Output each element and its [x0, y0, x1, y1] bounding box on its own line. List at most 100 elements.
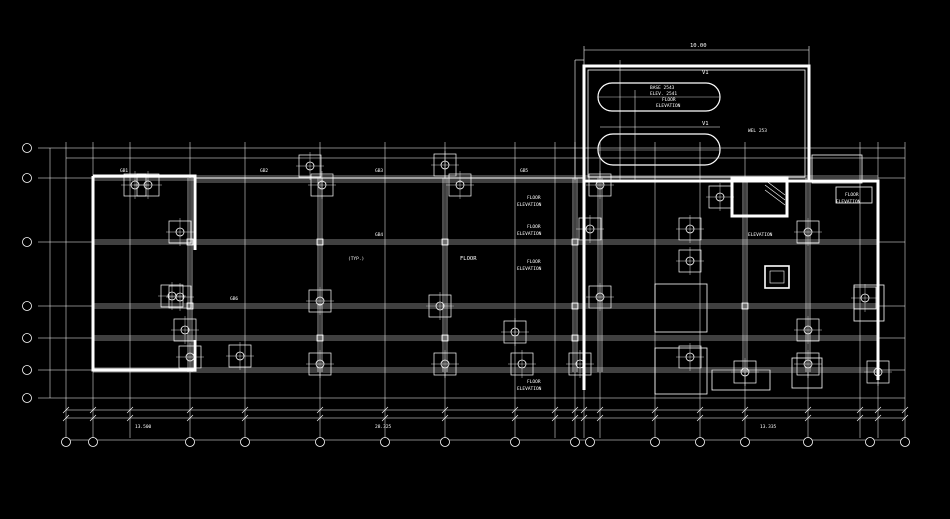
grid-bubble-bottom-6	[440, 437, 450, 447]
dim-tick-2	[126, 414, 134, 422]
dim-tick-b-13	[651, 406, 659, 414]
dim-tick-b-18	[874, 406, 882, 414]
right-wing-details	[654, 154, 885, 395]
tank-bottom	[597, 133, 721, 166]
grid-bubble-bottom-7	[510, 437, 520, 447]
tank-room-width-dim: 10.00	[690, 43, 707, 49]
grid-bubble-bottom-10	[650, 437, 660, 447]
beam-tag-3: GB3	[375, 168, 383, 174]
dim-tick-11	[580, 414, 588, 422]
grid-bubble-bottom-11	[695, 437, 705, 447]
tank-label-top: V1	[702, 70, 709, 76]
dim-tick-b-12	[596, 406, 604, 414]
dim-tick-b-4	[241, 406, 249, 414]
floor-label-right: FLOOR	[845, 192, 859, 198]
tank-note-2: ELEV. 2541	[650, 91, 677, 97]
grid-bubble-left-3	[22, 301, 32, 311]
grid-bubble-bottom-4	[315, 437, 325, 447]
dim-tick-b-15	[741, 406, 749, 414]
dim-tick-15	[741, 414, 749, 422]
tank-note-1: BASE 2543	[650, 85, 675, 91]
pit-box	[764, 265, 790, 289]
dim-tick-10	[571, 414, 579, 422]
overall-dim-middle: 28.325	[375, 424, 392, 430]
elevation-label-4: ELEVATION	[517, 386, 542, 392]
dim-tick-14	[696, 414, 704, 422]
typ-label: (TYP.)	[348, 256, 364, 262]
dim-tick-b-2	[126, 406, 134, 414]
dim-tick-b-14	[696, 406, 704, 414]
beam-tag-5: GB5	[520, 168, 528, 174]
grid-bubble-bottom-3	[240, 437, 250, 447]
dim-tick-9	[551, 414, 559, 422]
stair-line-3	[764, 189, 786, 206]
dim-tick-16	[804, 414, 812, 422]
floor-label-3: FLOOR	[527, 259, 541, 265]
dim-tick-b-11	[580, 406, 588, 414]
column-mark-0	[186, 238, 194, 246]
grid-bubble-bottom-1	[88, 437, 98, 447]
column-mark-7	[316, 334, 324, 342]
dim-tick-b-19	[901, 406, 909, 414]
dim-tick-17	[856, 414, 864, 422]
dim-tick-4	[241, 414, 249, 422]
grid-bubble-left-1	[22, 173, 32, 183]
dim-tick-b-6	[381, 406, 389, 414]
elevation-box-right	[811, 154, 863, 184]
stair-line-1	[764, 179, 786, 196]
column-mark-4	[186, 302, 194, 310]
tank-note-4: ELEVATION	[656, 103, 681, 109]
elevation-label-right: ELEVATION	[748, 232, 773, 238]
footings	[121, 151, 892, 386]
dim-tick-13	[651, 414, 659, 422]
dim-tick-0	[62, 414, 70, 422]
equipment-pad-1	[654, 283, 708, 333]
dim-tick-19	[901, 414, 909, 422]
dim-tick-b-0	[62, 406, 70, 414]
grid-bubble-bottom-2	[185, 437, 195, 447]
pit-box-inner	[769, 270, 785, 284]
grid-bubble-left-4	[22, 333, 32, 343]
tank-room-wall-inner	[587, 69, 806, 178]
grid-lines	[38, 142, 909, 441]
grid-bubble-left-2	[22, 237, 32, 247]
column-mark-2	[441, 238, 449, 246]
column-mark-3	[571, 238, 579, 246]
dim-tick-b-10	[571, 406, 579, 414]
beam-tag-2: GB2	[260, 168, 268, 174]
column-mark-8	[441, 334, 449, 342]
dim-tick-1	[89, 414, 97, 422]
elevation-label-right-b: ELEVATION	[836, 199, 861, 205]
overall-dim-right: 13.335	[760, 424, 777, 430]
floor-label-center: FLOOR	[460, 256, 477, 262]
grid-bubble-left-5	[22, 365, 32, 375]
dim-tick-b-17	[856, 406, 864, 414]
equipment-pad-5	[853, 284, 885, 322]
dim-tick-3	[186, 414, 194, 422]
column-mark-5	[571, 302, 579, 310]
beam-tag-4: GB4	[375, 232, 383, 238]
elevation-box-right-2	[835, 186, 873, 204]
grid-bubble-bottom-14	[865, 437, 875, 447]
dim-tick-7	[441, 414, 449, 422]
dim-tick-12	[596, 414, 604, 422]
grid-bubble-bottom-8	[570, 437, 580, 447]
grid-bubble-bottom-13	[803, 437, 813, 447]
dim-tick-8	[511, 414, 519, 422]
dim-tick-b-8	[511, 406, 519, 414]
column-mark-6	[741, 302, 749, 310]
floor-label-4: FLOOR	[527, 379, 541, 385]
stair-line-2	[764, 184, 786, 201]
grid-bubble-bottom-5	[380, 437, 390, 447]
grid-bubble-bottom-12	[740, 437, 750, 447]
floor-label-1: FLOOR	[527, 195, 541, 201]
beam-tag-6: GB6	[230, 296, 238, 302]
dim-tick-6	[381, 414, 389, 422]
equipment-pad-2	[654, 347, 708, 395]
equipment-pad-4	[791, 357, 823, 389]
dim-tick-b-16	[804, 406, 812, 414]
dim-tick-5	[316, 414, 324, 422]
tank-note-right: WEL 253	[748, 128, 767, 134]
elevation-label-2: ELEVATION	[517, 231, 542, 237]
